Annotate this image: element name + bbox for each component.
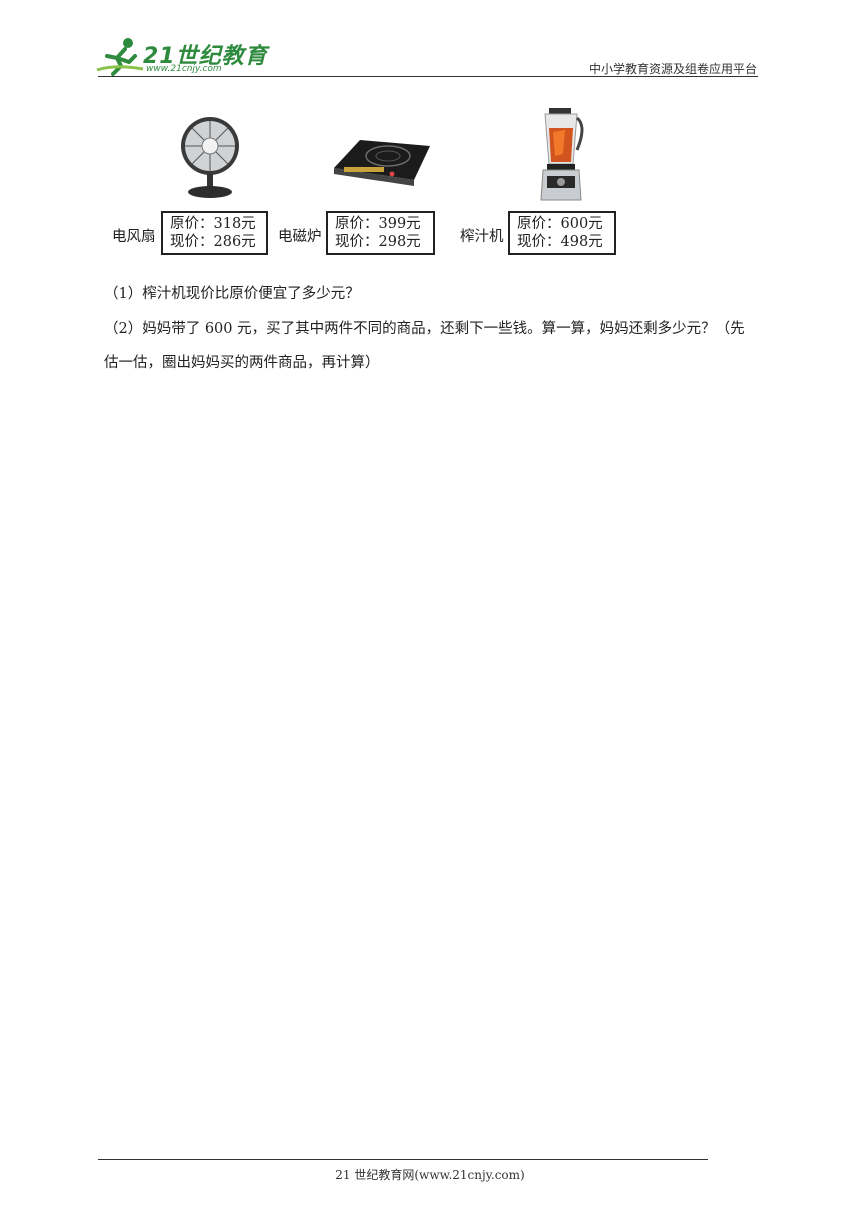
- current-price: 现价：498元: [517, 234, 603, 250]
- header-divider: [98, 76, 758, 77]
- product-name-cooker: 电磁炉: [278, 229, 322, 245]
- price-box-cooker: 原价：399元 现价：298元: [326, 211, 435, 255]
- logo-url: www.21cnjy.com: [146, 64, 222, 74]
- logo-text: 21世纪教育: [143, 44, 268, 69]
- runner-logo-icon: [96, 38, 144, 76]
- juicer-icon: [537, 106, 589, 206]
- header-platform-title: 中小学教育资源及组卷应用平台: [588, 62, 757, 76]
- question-2-line-2: 估一估，圈出妈妈买的两件商品，再计算）: [104, 355, 380, 371]
- original-price: 原价：399元: [335, 216, 421, 232]
- induction-cooker-icon: [330, 134, 434, 194]
- current-price: 现价：286元: [170, 234, 256, 250]
- current-price: 现价：298元: [335, 234, 421, 250]
- product-name-juicer: 榨汁机: [460, 229, 504, 245]
- price-box-juicer: 原价：600元 现价：498元: [508, 211, 616, 255]
- fan-icon: [178, 116, 242, 204]
- footer-text: 21 世纪教育网(www.21cnjy.com): [335, 1168, 525, 1182]
- footer-divider: [98, 1159, 708, 1160]
- site-logo: [95, 36, 265, 76]
- original-price: 原价：318元: [170, 216, 256, 232]
- product-name-fan: 电风扇: [112, 229, 156, 245]
- original-price: 原价：600元: [517, 216, 603, 232]
- question-1: （1）榨汁机现价比原价便宜了多少元？: [104, 286, 360, 302]
- price-box-fan: 原价：318元 现价：286元: [161, 211, 268, 255]
- question-2-line-1: （2）妈妈带了 600 元，买了其中两件不同的商品，还剩下一些钱。算一算，妈妈还…: [104, 321, 745, 337]
